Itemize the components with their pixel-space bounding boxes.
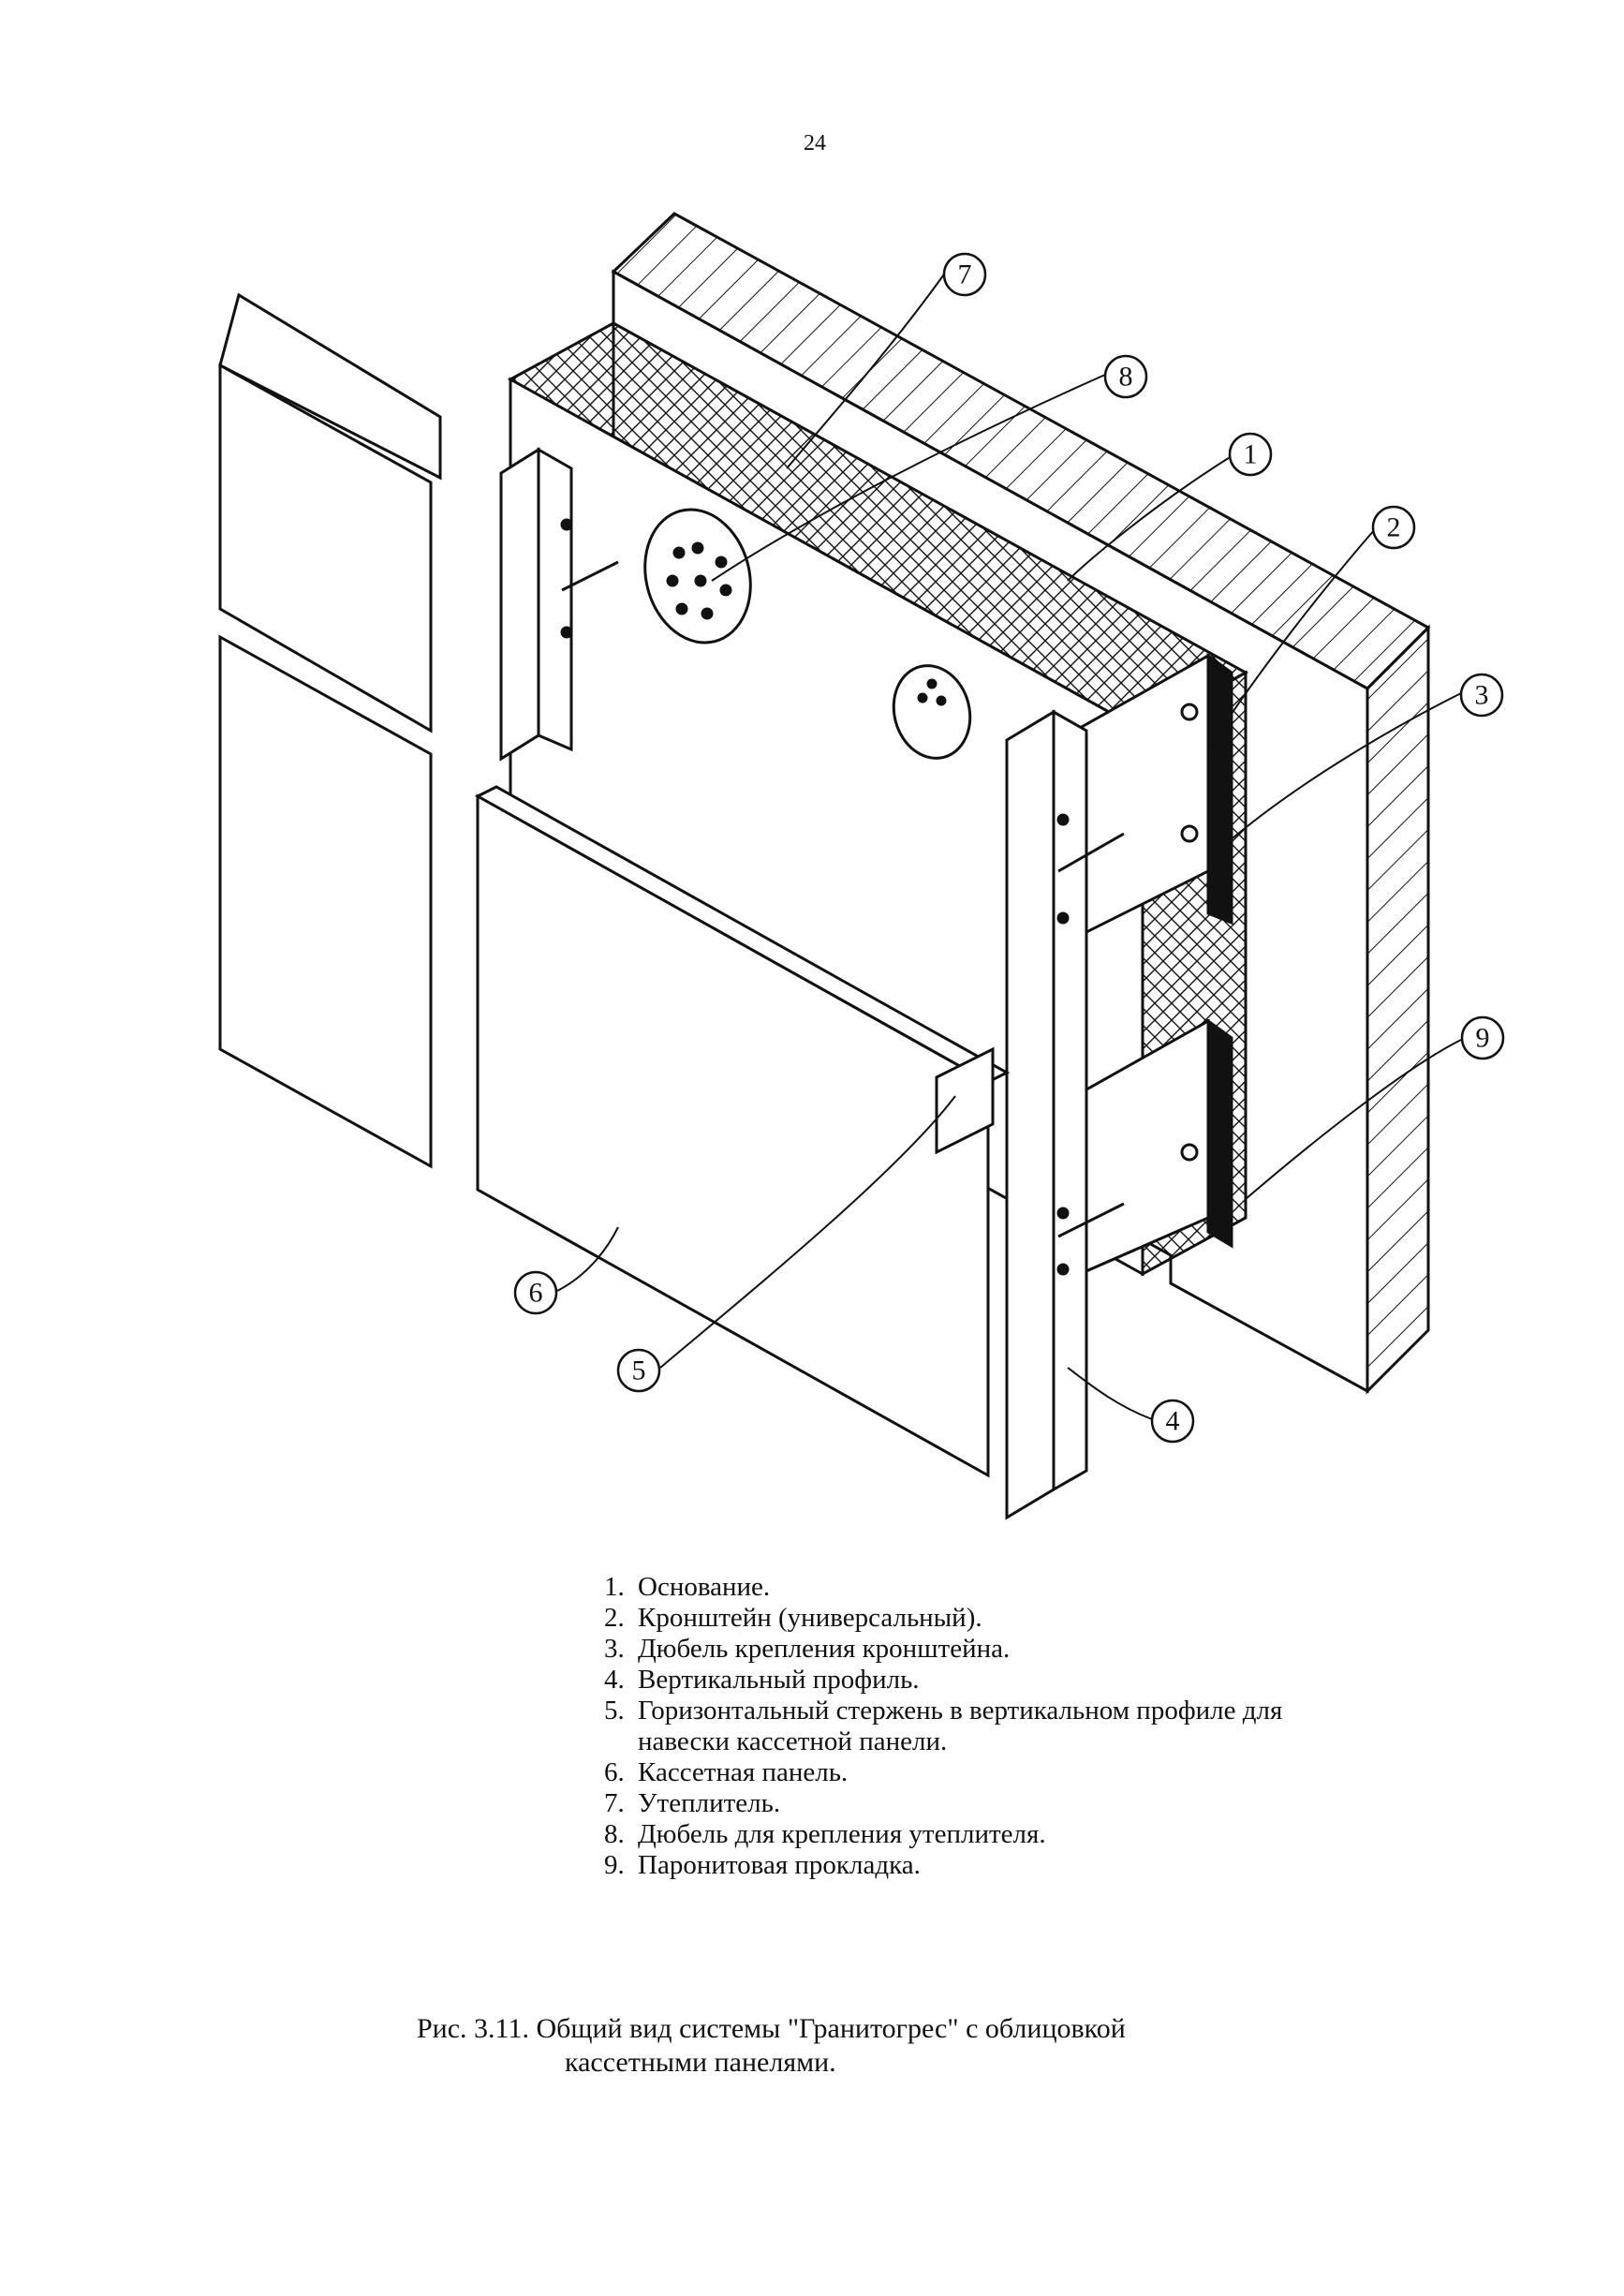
callout-6-label: 6 [529,1278,543,1309]
callout-5-label: 5 [632,1355,646,1386]
legend-item: 6. Кассетная панель. [604,1757,1316,1788]
legend-item-number: 3. [604,1634,625,1664]
legend: 1. Основание. 2. Кронштейн (универсальны… [604,1572,1316,1881]
legend-item-text: Кассетная панель. [638,1757,849,1787]
legend-item-text: Дюбель для крепления утеплителя. [638,1819,1046,1849]
legend-item: 3. Дюбель крепления кронштейна. [604,1634,1316,1665]
callout-4-label: 4 [1166,1406,1180,1437]
callout-9-circle [1460,1015,1505,1060]
legend-item-number: 9. [604,1850,625,1880]
legend-item-number: 8. [604,1819,625,1849]
callout-9-label: 9 [1476,1023,1490,1054]
legend-item-number: 4. [604,1665,625,1695]
callout-5-circle [616,1348,661,1393]
callout-2-circle [1371,505,1416,550]
legend-item-text: Вертикальный профиль. [638,1665,920,1695]
callout-7-label: 7 [958,259,972,290]
legend-item-number: 5. [604,1696,625,1726]
legend-item-number: 1. [604,1572,625,1602]
legend-item: 9. Паронитовая прокладка. [604,1850,1316,1881]
legend-item: 1. Основание. [604,1572,1316,1603]
legend-item-text: Утеплитель. [638,1788,781,1818]
figure-caption: Рис. 3.11. Общий вид системы "Гранитогре… [417,2012,1353,2080]
callout-8-circle [1103,354,1148,399]
callout-2-label: 2 [1387,512,1401,543]
legend-item: 7. Утеплитель. [604,1788,1316,1819]
legend-item-number: 7. [604,1788,625,1818]
callout-7-circle [942,252,987,297]
callout-1-circle [1228,432,1273,477]
legend-item-number: 6. [604,1757,625,1787]
legend-item-text: Горизонтальный стержень в вертикальном п… [638,1696,1283,1756]
insulation-dowels [643,508,972,760]
legend-item: 8. Дюбель для крепления утеплителя. [604,1819,1316,1850]
horizontal-rods [561,560,1125,1238]
cassette-panels [218,292,1011,1478]
leader-lines [556,271,1462,1420]
legend-item-text: Дюбель крепления кронштейна. [638,1634,1011,1664]
callout-6-circle [513,1270,558,1315]
callout-3-label: 3 [1475,680,1489,711]
callout-3-circle [1459,673,1504,718]
legend-item: 2. Кронштейн (универсальный). [604,1603,1316,1634]
legend-item: 4. Вертикальный профиль. [604,1665,1316,1696]
callout-labels: 1 2 3 4 5 6 7 8 9 [529,259,1490,1437]
callout-4-circle [1150,1399,1195,1444]
vertical-profiles [499,447,1088,1520]
callout-8-label: 8 [1119,362,1133,393]
legend-item-text: Паронитовая прокладка. [638,1850,921,1880]
page-number: 24 [804,131,826,156]
legend-item: 5. Горизонтальный стержень в вертикально… [604,1696,1316,1757]
figure-caption-line-1: Рис. 3.11. Общий вид системы "Гранитогре… [417,2013,1126,2044]
callout-markers [513,252,1505,1444]
legend-item-text: Основание. [638,1572,771,1602]
callout-1-label: 1 [1244,439,1258,470]
legend-item-number: 2. [604,1603,625,1633]
brackets [1056,653,1233,1286]
figure-caption-line-2: кассетными панелями. [565,2047,836,2078]
legend-item-text: Кронштейн (универсальный). [638,1603,982,1633]
